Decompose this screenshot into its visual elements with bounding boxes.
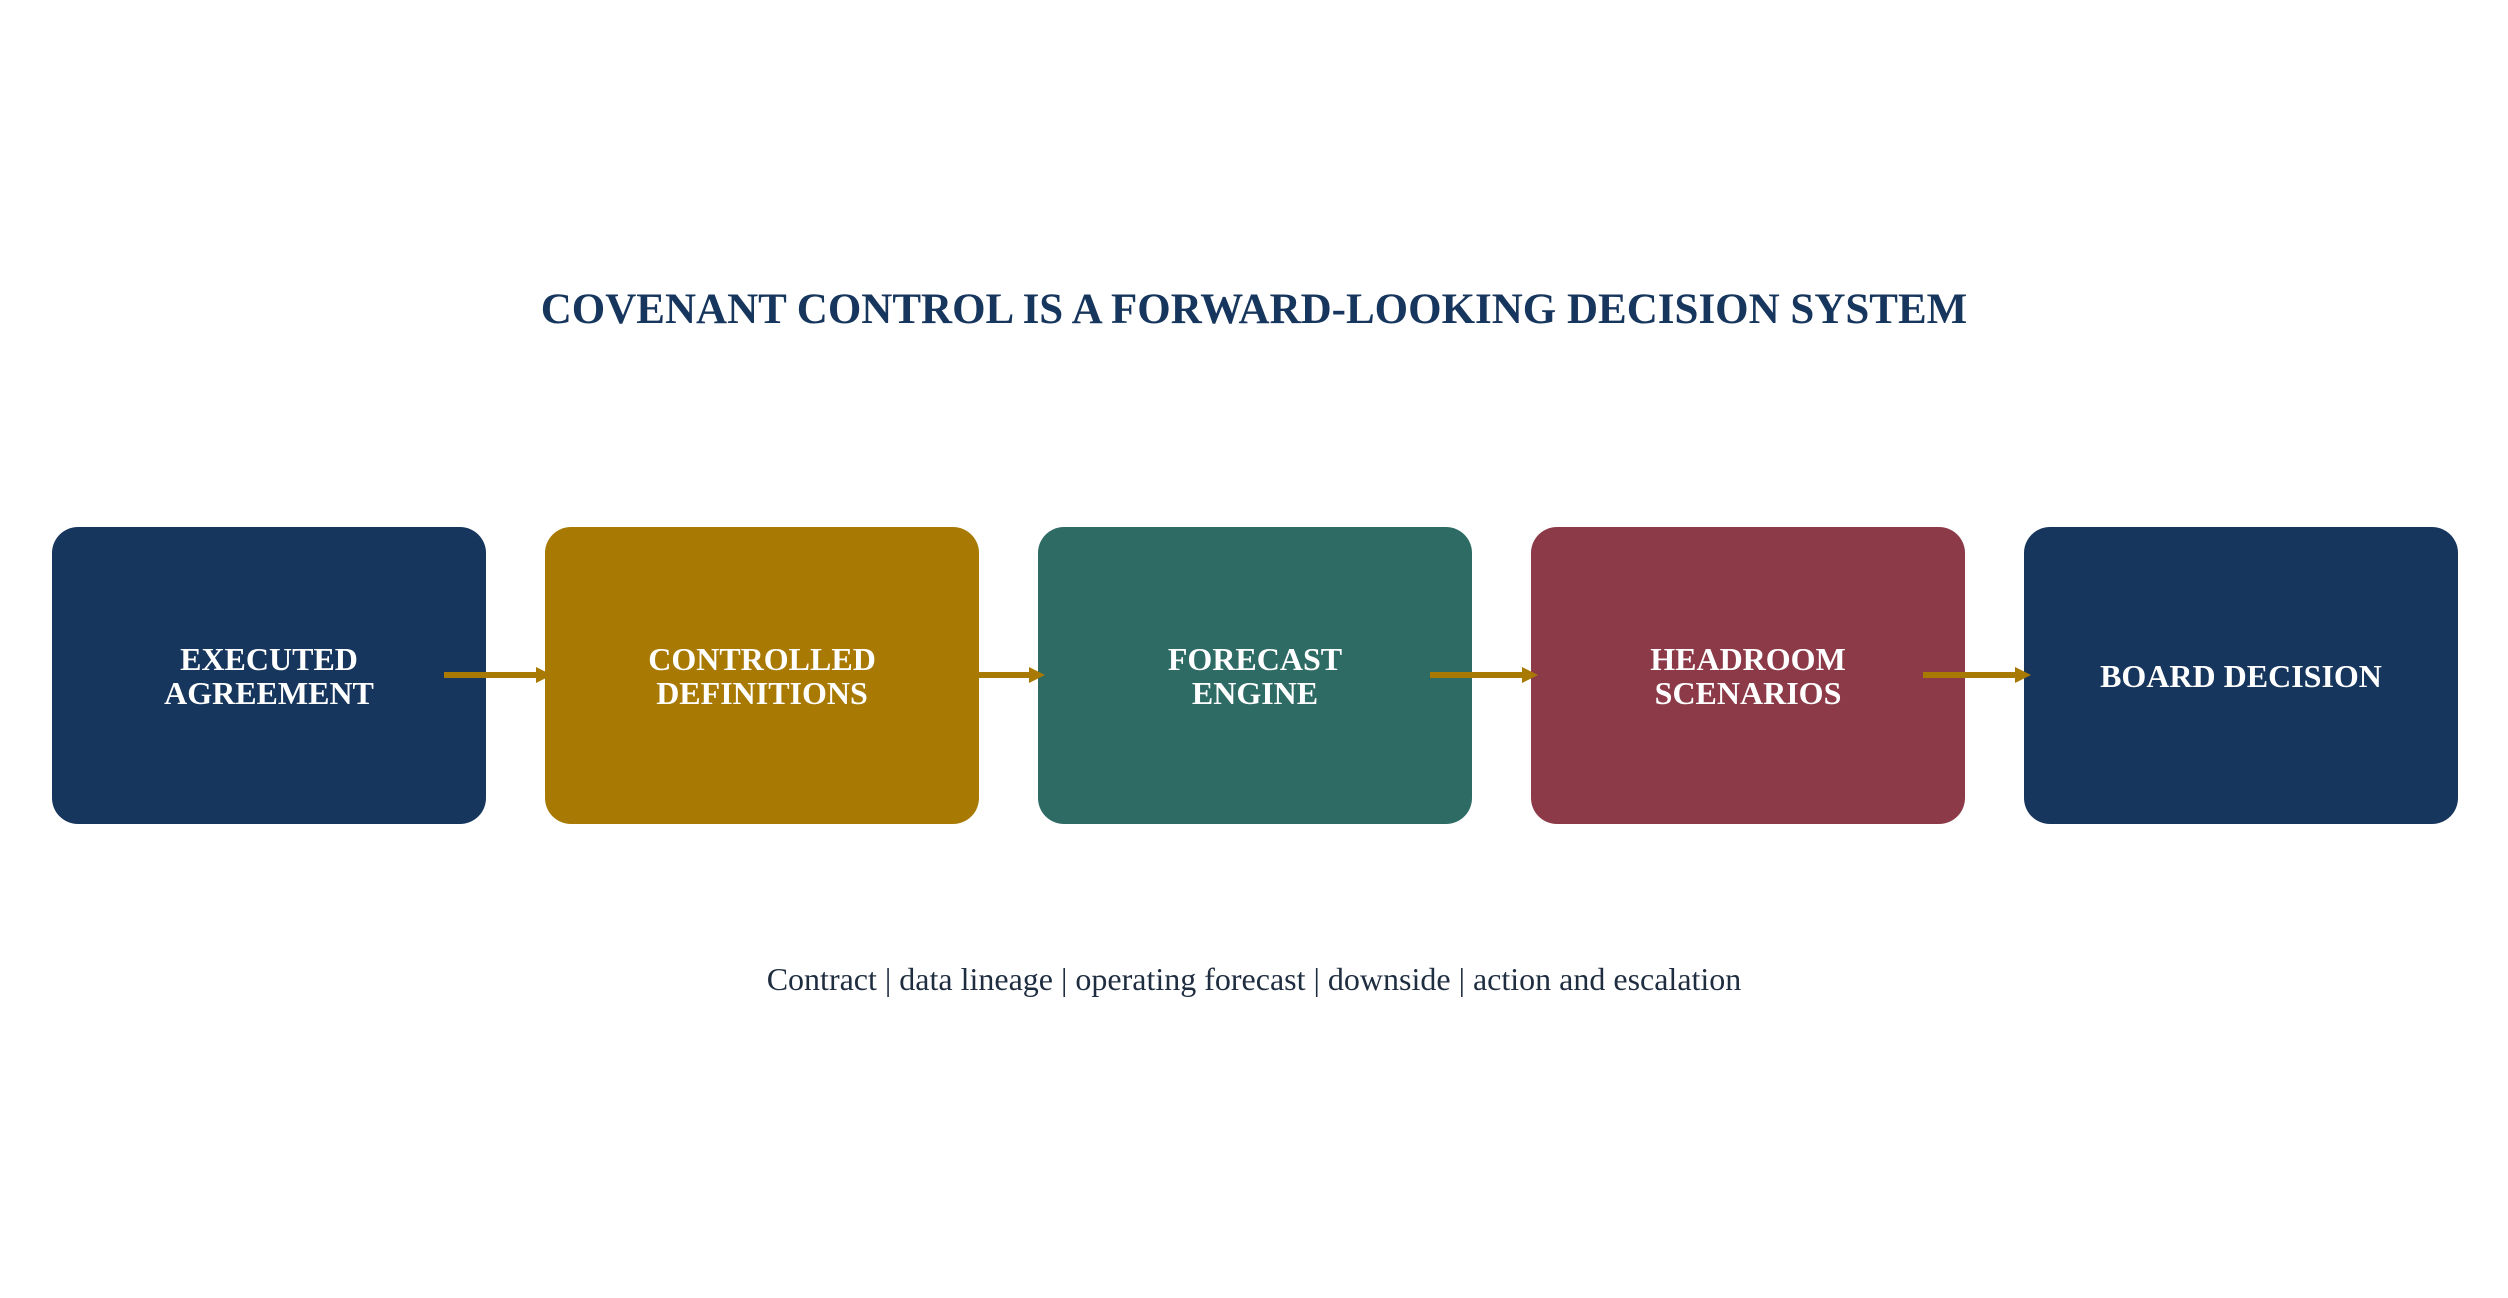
- step-board-decision: BOARD DECISION: [2024, 527, 2458, 824]
- arrow-icon: [1923, 667, 2031, 683]
- step-executed-agreement: EXECUTED AGREEMENT: [52, 527, 486, 824]
- arrow-icon: [977, 667, 1045, 683]
- diagram-caption: Contract | data lineage | operating fore…: [766, 961, 1742, 997]
- diagram-title: COVENANT CONTROL IS A FORWARD-LOOKING DE…: [540, 286, 1968, 333]
- step-label: CONTROLLED DEFINITIONS: [648, 640, 876, 711]
- step-label: EXECUTED AGREEMENT: [164, 640, 374, 711]
- step-headroom-scenarios: HEADROOM SCENARIOS: [1531, 527, 1965, 824]
- step-label: HEADROOM SCENARIOS: [1650, 640, 1846, 711]
- step-label: BOARD DECISION: [2100, 657, 2382, 694]
- arrow-icon: [444, 667, 552, 683]
- step-label: FORECAST ENGINE: [1167, 640, 1343, 711]
- arrow-icon: [1430, 667, 1538, 683]
- step-forecast-engine: FORECAST ENGINE: [1038, 527, 1472, 824]
- step-controlled-definitions: CONTROLLED DEFINITIONS: [545, 527, 979, 824]
